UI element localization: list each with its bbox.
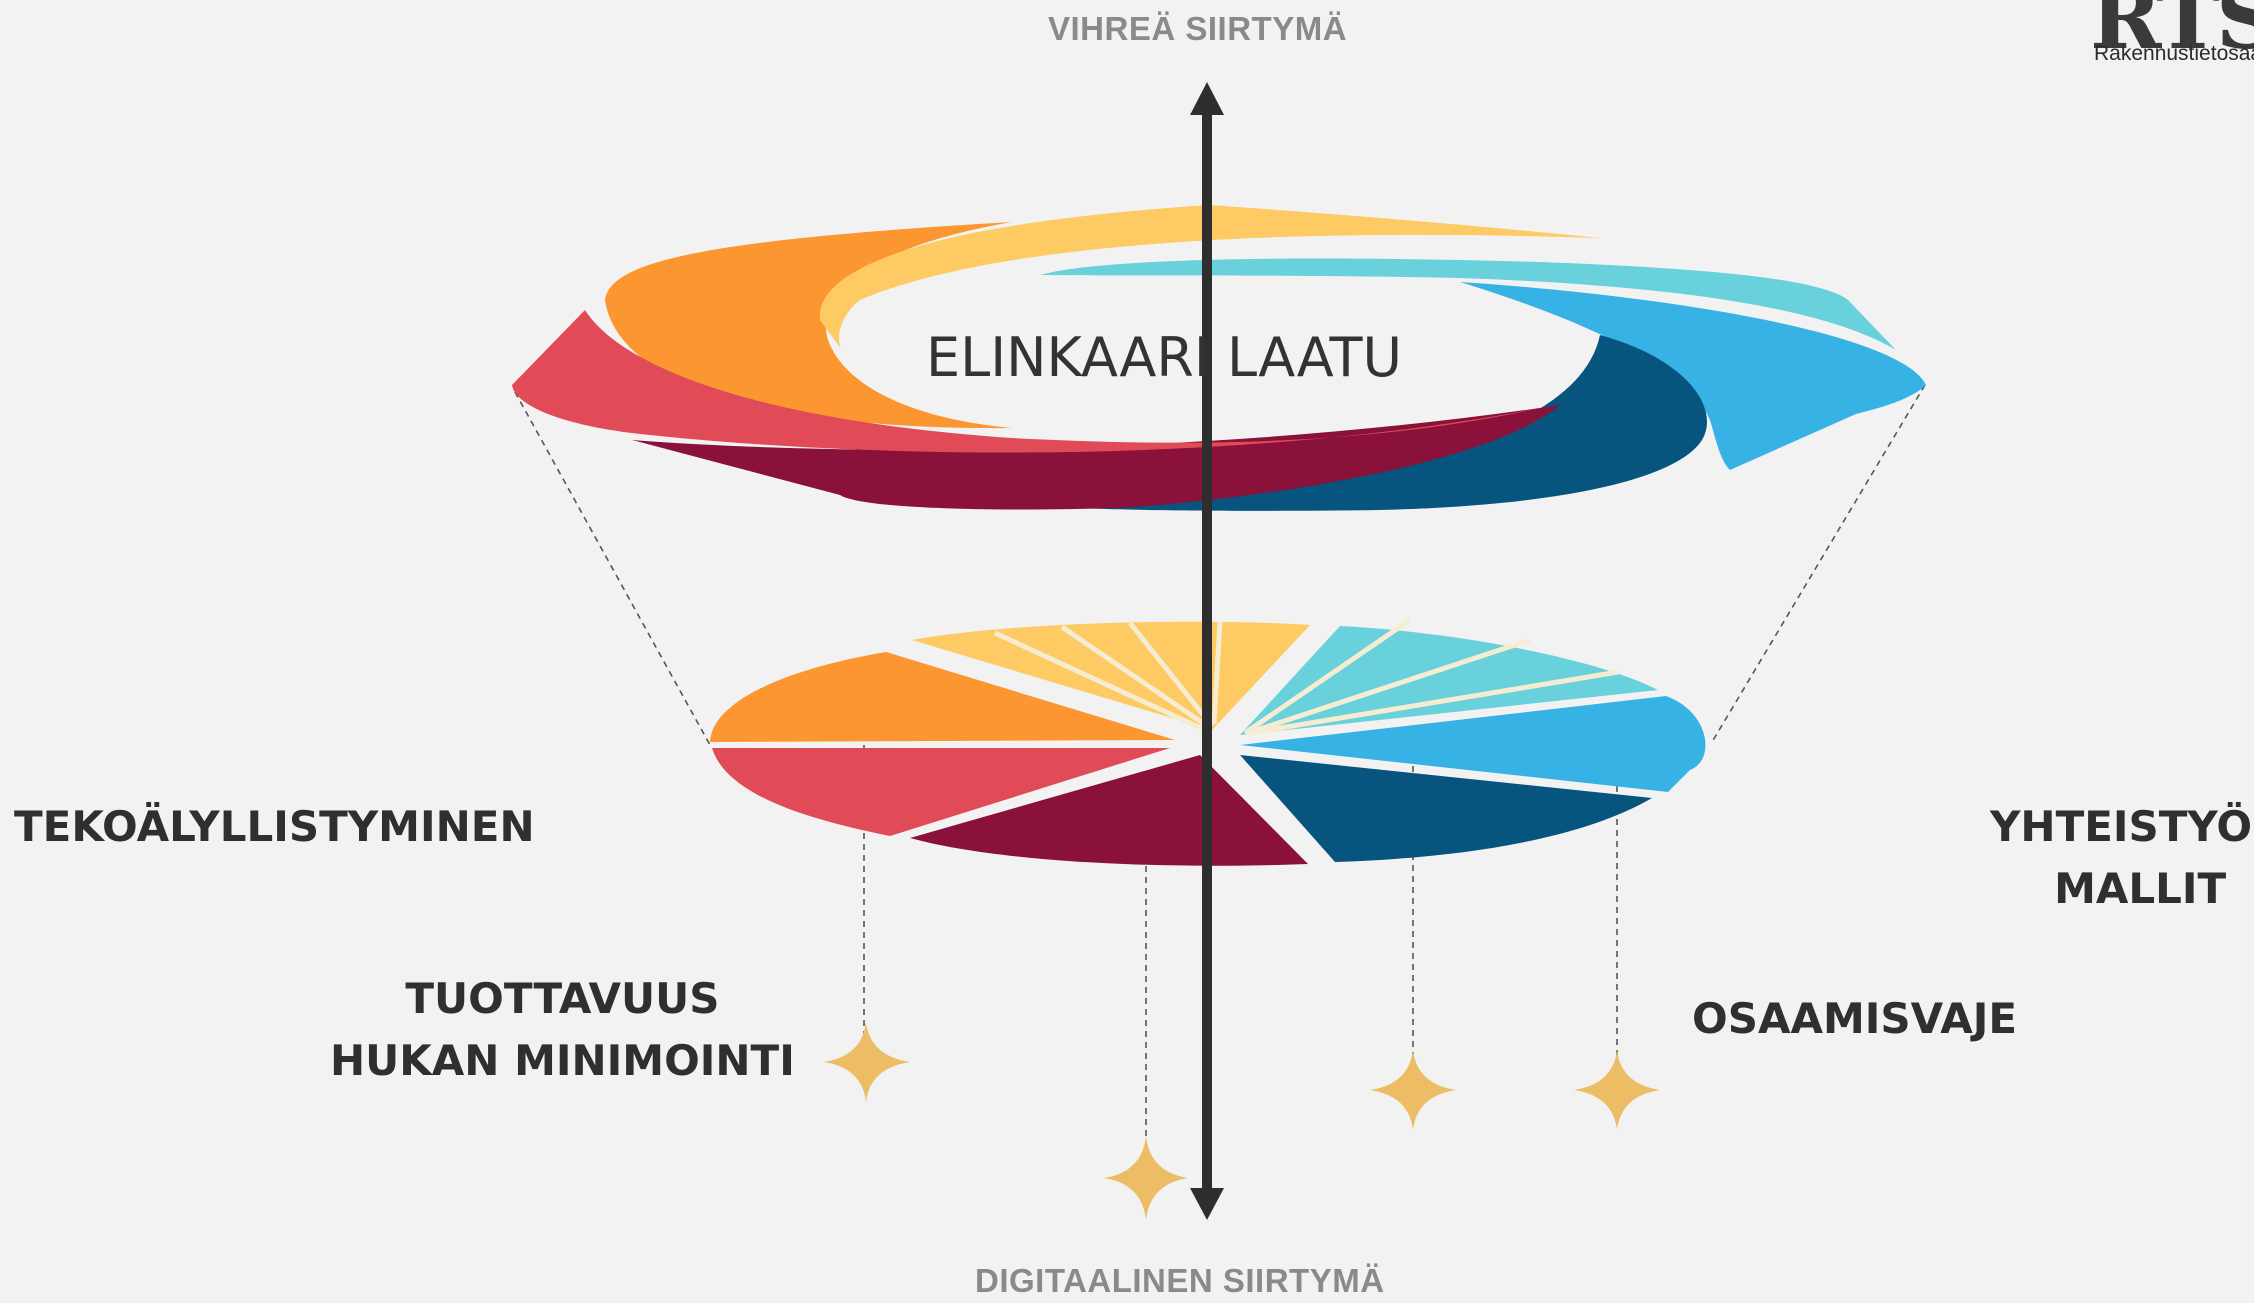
- lower-disc: [710, 617, 1706, 866]
- disc-wedge-cyan: [1240, 626, 1658, 735]
- four-point-star-icon: [1574, 1050, 1660, 1130]
- cyan-wedge-lines: [1243, 617, 1619, 736]
- disc-wedge-light-blue: [1240, 696, 1706, 792]
- label-yhteistyomallit-line2: MALLIT: [2054, 864, 2227, 913]
- logo-subtitle: Rakennustietosää: [2094, 42, 2254, 65]
- spiral-band-maroon: [632, 405, 1560, 510]
- vertical-axis-arrow: [1190, 82, 1224, 1220]
- four-point-star-icon: [1370, 1050, 1456, 1130]
- axis-bottom-label: DIGITAALINEN SIIRTYMÄ: [975, 1262, 1385, 1299]
- yellow-wedge-lines: [993, 621, 1223, 733]
- label-yhteistyomallit: YHTEISTYÖ- MALLIT: [1990, 796, 2254, 920]
- connector-right: [1711, 384, 1926, 743]
- arrow-head-up: [1190, 82, 1224, 115]
- label-tuottavuus: TUOTTAVUUS HUKAN MINIMOINTI: [330, 968, 795, 1092]
- disc-wedge-dark-blue: [1240, 755, 1652, 862]
- label-tuottavuus-line1: TUOTTAVUUS: [405, 974, 720, 1023]
- axis-top-label: VIHREÄ SIIRTYMÄ: [1048, 10, 1348, 47]
- four-point-star-icon: [1104, 1136, 1188, 1220]
- arrow-head-down: [1190, 1188, 1224, 1220]
- connector-left: [514, 391, 711, 746]
- four-point-star-icon: [824, 1022, 910, 1102]
- spiral-band-light-blue: [1460, 282, 1926, 470]
- rts-logo: RTS: [2090, 0, 2254, 69]
- spiral-band-red: [512, 310, 1540, 453]
- label-tuottavuus-line2: HUKAN MINIMOINTI: [330, 1036, 795, 1085]
- center-label: ELINKAARI LAATU: [926, 326, 1403, 389]
- label-osaamisvaje: OSAAMISVAJE: [1692, 994, 2018, 1043]
- label-tekoalyllistyminen: TEKOÄLYLLISTYMINEN: [14, 802, 535, 851]
- disc-wedge-orange: [710, 652, 1175, 742]
- label-yhteistyomallit-line1: YHTEISTYÖ-: [1990, 802, 2254, 851]
- spiral-band-dark-blue: [1080, 335, 1707, 511]
- connector-lines: [514, 384, 1926, 1150]
- upper-spiral: [512, 205, 1926, 511]
- stars: [824, 1022, 1660, 1220]
- disc-wedge-red: [712, 748, 1170, 836]
- spiral-band-cyan: [1040, 258, 1896, 350]
- spiral-band-yellow: [819, 205, 1600, 350]
- spiral-band-orange: [605, 222, 1012, 429]
